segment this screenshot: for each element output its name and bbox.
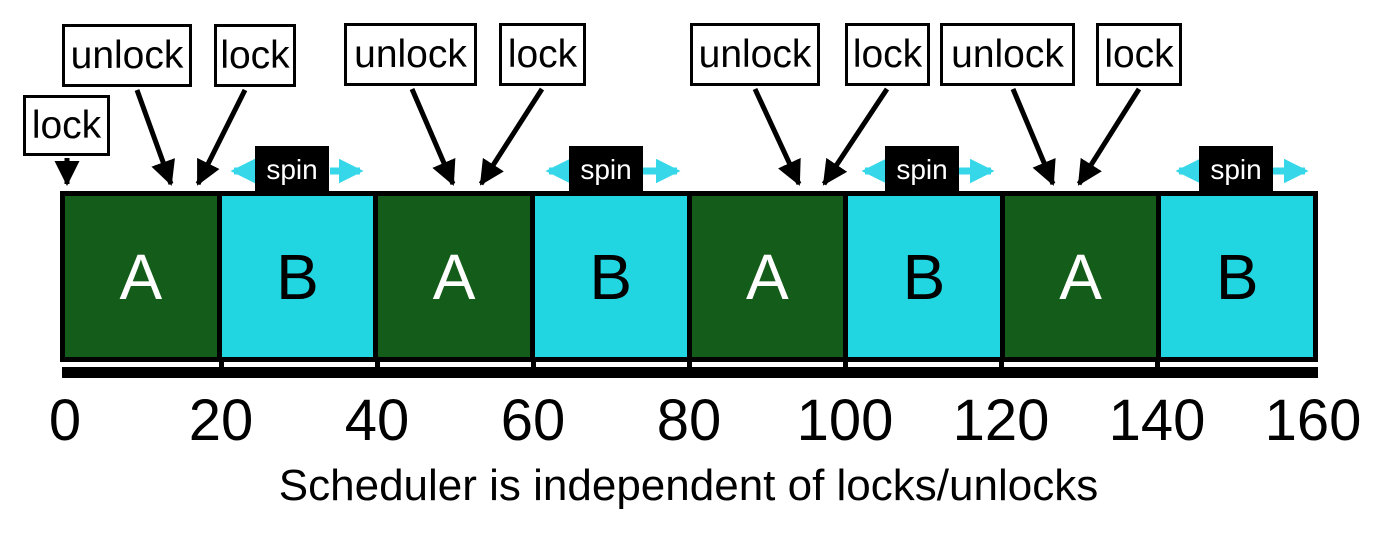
timeline-segment-b4: B bbox=[1161, 196, 1313, 357]
timeline-segment-b2: B bbox=[534, 196, 687, 357]
axis-tick-mark bbox=[687, 359, 692, 368]
axis-tick-label-20: 20 bbox=[188, 388, 254, 453]
axis-tick-label-120: 120 bbox=[952, 388, 1050, 453]
spin-badge-4: spin bbox=[1199, 146, 1273, 193]
timeline-segment-a4: A bbox=[1004, 196, 1157, 357]
unlock-label-box-1: unlock bbox=[62, 24, 192, 87]
timeline-segment-b3: B bbox=[848, 196, 1000, 357]
unlock-arrow-2 bbox=[409, 88, 456, 186]
axis-tick-mark bbox=[1155, 359, 1160, 368]
timeline-segment-a1: A bbox=[65, 196, 217, 357]
lock-arrow-4 bbox=[821, 87, 890, 186]
lock-label-box-4: lock bbox=[845, 23, 930, 86]
spin-badge-1: spin bbox=[255, 146, 329, 193]
timeline-segment-a3: A bbox=[691, 196, 844, 357]
caption: Scheduler is independent of locks/unlock… bbox=[278, 461, 1099, 510]
lock-label-box-3: lock bbox=[499, 23, 586, 86]
axis-tick-label-160: 160 bbox=[1264, 388, 1362, 453]
lock-label-box-5: lock bbox=[1096, 23, 1182, 86]
axis-tick-label-80: 80 bbox=[656, 388, 722, 453]
timeline-bar: A B A B A B A B bbox=[60, 191, 1318, 362]
lock-arrow-3 bbox=[478, 87, 545, 186]
timeline-segment-a2: A bbox=[378, 196, 530, 357]
axis-tick-mark bbox=[375, 359, 380, 368]
axis-tick-mark bbox=[531, 359, 536, 368]
axis-tick-label-0: 0 bbox=[48, 388, 82, 453]
axis-tick-label-100: 100 bbox=[796, 388, 894, 453]
unlock-label-box-2: unlock bbox=[344, 23, 477, 86]
timeline-segment-b1: B bbox=[221, 196, 374, 357]
unlock-label-box-4: unlock bbox=[940, 23, 1075, 86]
time-axis-line bbox=[62, 367, 1318, 378]
axis-tick-label-60: 60 bbox=[500, 388, 566, 453]
axis-tick-label-40: 40 bbox=[344, 388, 410, 453]
spin-badge-2: spin bbox=[569, 146, 643, 193]
unlock-arrow-1 bbox=[134, 89, 175, 186]
unlock-arrow-4 bbox=[1010, 88, 1056, 186]
axis-tick-mark bbox=[843, 359, 848, 368]
lock-label-box-2: lock bbox=[214, 24, 296, 87]
axis-tick-mark bbox=[999, 359, 1004, 368]
spin-badge-3: spin bbox=[885, 146, 959, 193]
axis-tick-mark bbox=[219, 359, 224, 368]
lock-arrow-5 bbox=[1076, 87, 1142, 186]
lock-arrow-2 bbox=[195, 88, 248, 186]
axis-tick-label-140: 140 bbox=[1108, 388, 1206, 453]
lock-label-box-1: lock bbox=[23, 95, 110, 156]
unlock-label-box-3: unlock bbox=[690, 23, 820, 86]
unlock-arrow-3 bbox=[752, 87, 802, 186]
